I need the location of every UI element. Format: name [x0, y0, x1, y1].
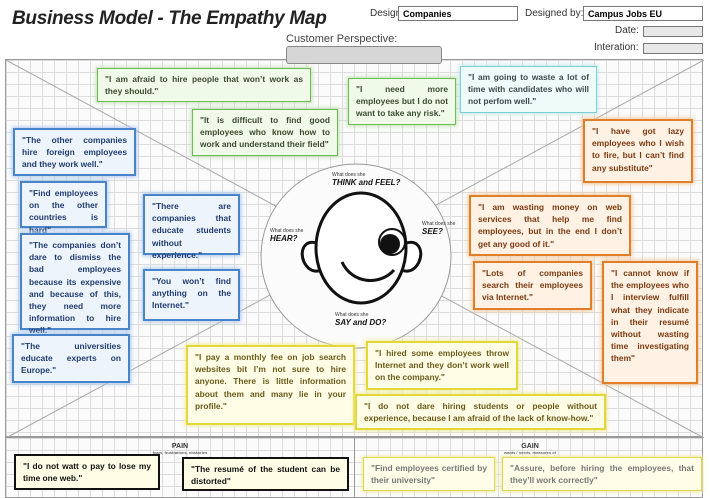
- think-note-4[interactable]: "I am going to waste a lot of time with …: [460, 66, 597, 113]
- pain-note-1[interactable]: "I do not watt o pay to lose my time one…: [14, 454, 160, 490]
- date-label: Date:: [615, 25, 639, 36]
- hear-note-6[interactable]: "You won’t find anything on the Internet…: [143, 269, 240, 321]
- think-note-2[interactable]: "It is difficult to find good employees …: [192, 109, 338, 156]
- see-note-3[interactable]: "Lots of companies search their employee…: [473, 261, 592, 310]
- designed-by-label: Designed by:: [525, 8, 584, 19]
- think-note-3[interactable]: "I need more employees but I do not want…: [348, 78, 456, 125]
- see-note-1[interactable]: "I have got lazy employees who I wish to…: [583, 119, 693, 183]
- hear-note-5[interactable]: "There are companies that educate studen…: [143, 194, 240, 260]
- date-field[interactable]: [643, 26, 703, 37]
- think-note-1[interactable]: "I am afraid to hire people that won’t w…: [97, 68, 311, 102]
- page-title: Business Model - The Empathy Map: [12, 8, 327, 29]
- say-note-1[interactable]: "I pay a monthly fee on job search websi…: [186, 345, 355, 425]
- hear-note-3[interactable]: "The companies don’t dare to dismiss the…: [20, 233, 130, 335]
- say-note-3[interactable]: "I do not dare hiring students or people…: [355, 394, 606, 430]
- see-note-4[interactable]: "I cannot know if the employees who I in…: [602, 261, 698, 384]
- pain-gain-divider: [354, 437, 355, 498]
- see-heading: What does she SEE?: [422, 221, 456, 236]
- hear-note-2[interactable]: "Find employees on the other countries i…: [20, 181, 107, 235]
- designed-by-field[interactable]: Campus Jobs EU: [583, 6, 703, 21]
- think-feel-heading: What does she THINK and FEEL?: [332, 172, 401, 187]
- iteration-label: Interation:: [594, 42, 639, 53]
- gain-note-2[interactable]: "Assure, before hiring the employees, th…: [502, 457, 702, 491]
- hear-heading: What does she HEAR?: [270, 228, 304, 243]
- customer-perspective-label: Customer Perspective:: [286, 33, 398, 45]
- hear-note-4[interactable]: "The universities educate experts on Eur…: [12, 334, 130, 383]
- designed-for-field[interactable]: Companies: [398, 6, 518, 21]
- customer-perspective-field[interactable]: [286, 46, 442, 64]
- pain-heading: PAIN fears, frustrations, obstacles: [152, 443, 208, 455]
- iteration-field[interactable]: [643, 43, 703, 54]
- hear-note-1[interactable]: "The other companies hire foreign employ…: [13, 128, 136, 176]
- gain-note-1[interactable]: "Find employees certified by their unive…: [363, 457, 495, 491]
- head-illustration: [300, 191, 423, 305]
- say-do-heading: What does she SAY and DO?: [335, 312, 387, 327]
- pain-note-2[interactable]: "The resumé of the student can be distor…: [182, 457, 349, 491]
- say-note-2[interactable]: "I hired some employees throw Internet a…: [366, 341, 518, 390]
- see-note-2[interactable]: "I am wasting money on web services that…: [469, 195, 631, 256]
